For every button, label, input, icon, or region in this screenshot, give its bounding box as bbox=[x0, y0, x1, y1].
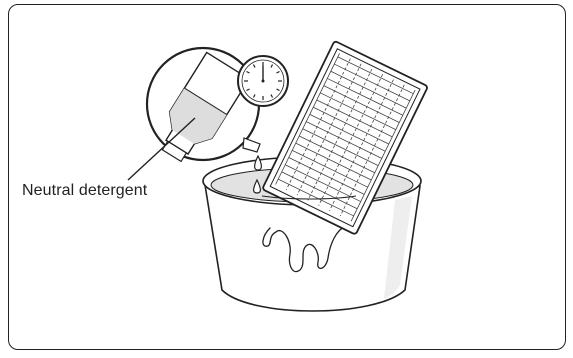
detergent-bottle-icon bbox=[161, 51, 251, 163]
detergent-callout bbox=[145, 46, 261, 163]
bucket-drips bbox=[262, 225, 347, 273]
bottle-spout bbox=[242, 137, 261, 153]
bucket-shading bbox=[384, 196, 412, 299]
filter-frame bbox=[262, 40, 428, 235]
air-filter-icon bbox=[262, 40, 428, 235]
neutral-detergent-label: Neutral detergent bbox=[22, 182, 148, 199]
bucket-body bbox=[204, 184, 421, 312]
drop-2 bbox=[253, 178, 261, 194]
callout-leader-line bbox=[127, 117, 196, 181]
bottle-liquid bbox=[169, 88, 227, 144]
water-edge-over-filter bbox=[261, 195, 357, 200]
clock-ticks bbox=[244, 62, 282, 100]
detergent-drops bbox=[253, 154, 262, 194]
drop-1 bbox=[254, 154, 262, 171]
clock-icon bbox=[237, 55, 289, 107]
filter-inner-frame bbox=[269, 48, 421, 228]
